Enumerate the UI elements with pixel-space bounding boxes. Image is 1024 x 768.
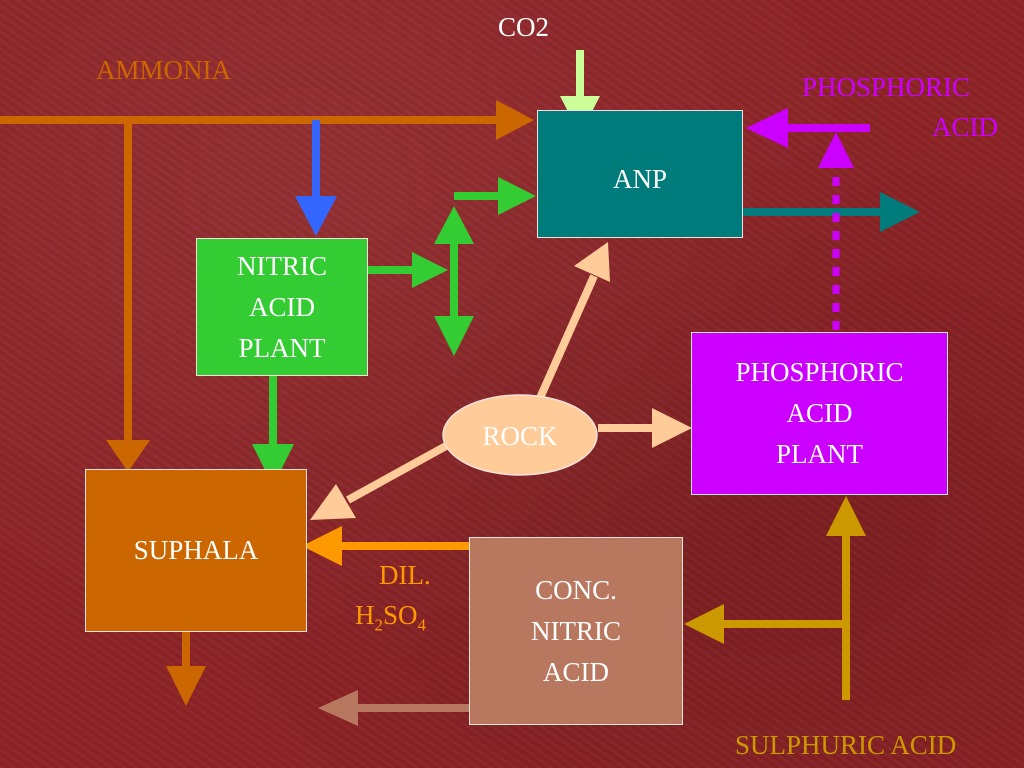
h2so4-label: H2SO4 [355,600,426,640]
nitric-to-suphala-arrowhead [252,444,294,486]
conc-nitric-acid-label: CONC. NITRIC ACID [531,574,621,687]
h2so4-so: SO [383,600,418,630]
sulphuric-acid-label: SULPHURIC ACID [735,730,957,760]
sulphuric-to-conc-nitric-arrowhead [684,604,724,644]
h2so4-h: H [355,600,375,630]
rock-to-anp-line [536,274,598,400]
phosphoric-acid-label-line2: ACID [932,112,998,142]
dil-label: DIL. [379,560,431,590]
rock-to-phosphoric-arrowhead [652,408,692,448]
rock-label: ROCK [482,421,558,451]
suphala-box: SUPHALA [85,469,307,632]
ammonia-to-nitric-arrowhead [295,196,337,236]
anp-label: ANP [612,164,667,194]
rock-to-suphala-line [346,442,448,504]
nitric-out-arrowhead [412,252,448,288]
green-split-up-arrowhead [434,206,474,244]
rock-to-suphala-arrowhead [310,484,356,520]
suphala-output-arrowhead [166,666,206,706]
anp-output-arrowhead [880,192,920,232]
green-to-anp-arrowhead [498,177,536,215]
green-split-down-arrowhead [434,316,474,356]
anp-box: ANP [537,110,743,238]
rock-node [442,394,598,476]
ammonia-label: AMMONIA [96,55,231,85]
suphala-label: SUPHALA [133,535,259,565]
phosphoric-acid-label-line1: PHOSPHORIC [802,72,971,102]
ammonia-to-anp-arrowhead [496,100,534,140]
phosphoric-acid-plant-box: PHOSPHORIC ACID PLANT [691,332,948,495]
sulphuric-to-phosphoric-arrowhead [826,496,866,536]
h2so4-sub-4: 4 [417,615,427,635]
phosphoric-acid-arrowhead [746,108,788,148]
dil-h2so4-arrowhead [302,526,342,566]
conc-nitric-acid-box: CONC. NITRIC ACID [469,537,683,725]
h2so4-sub-2: 2 [374,615,384,635]
ammonia-to-suphala-arrowhead [106,440,150,472]
nitric-acid-plant-label: NITRIC ACID PLANT [237,250,327,363]
co2-label: CO2 [498,12,550,42]
phosphoric-dotted-arrowhead [818,132,854,168]
conc-nitric-output-arrowhead [318,690,358,726]
rock-to-anp-arrowhead [574,242,610,282]
nitric-acid-plant-box: NITRIC ACID PLANT [196,238,368,376]
phosphoric-acid-plant-label: PHOSPHORIC ACID PLANT [735,357,904,469]
